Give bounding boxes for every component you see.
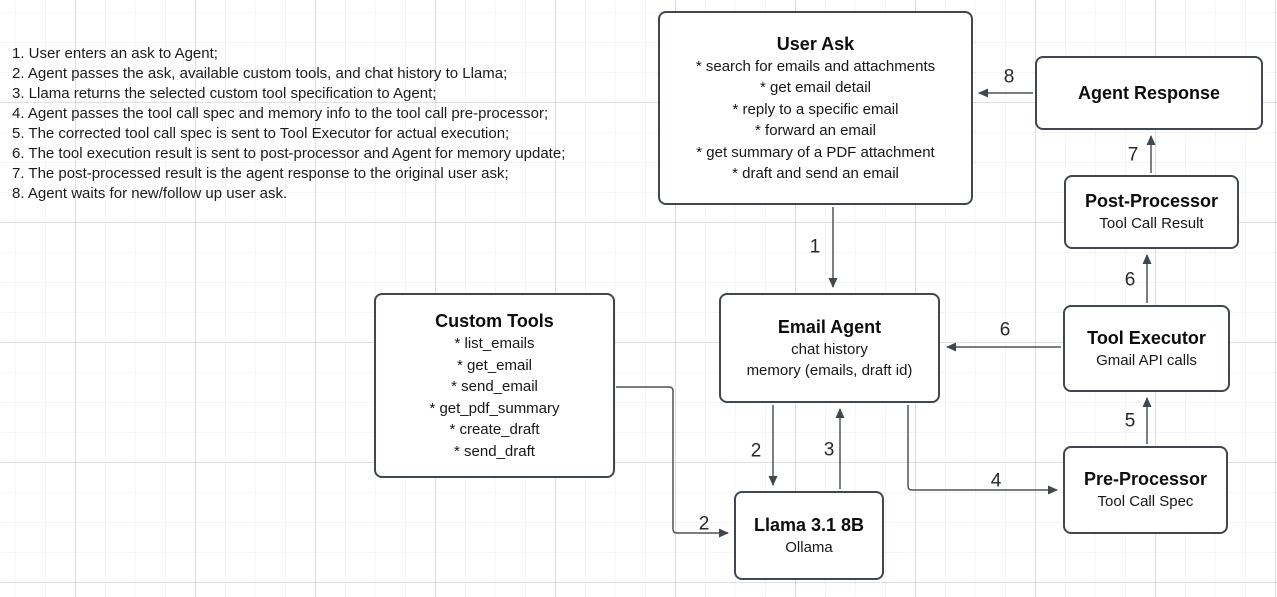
node-title: User Ask [776, 33, 855, 54]
edge-label-3: 3 [823, 439, 835, 461]
note-line: 7. The post-processed result is the agen… [12, 165, 509, 182]
node-line: memory (emails, draft id) [746, 362, 913, 379]
edge-label-1: 1 [809, 236, 821, 258]
edge-label-8: 8 [1003, 66, 1015, 88]
node-title: Email Agent [777, 316, 882, 337]
edge-label-6-executor-agent: 6 [999, 319, 1011, 341]
node-item: * send_email [451, 378, 538, 395]
edge-2-custom-tools-to-llama [616, 386, 729, 538]
note-line: 2. Agent passes the ask, available custo… [12, 65, 508, 82]
node-title: Post-Processor [1084, 191, 1219, 212]
node-item: * get email detail [760, 79, 871, 96]
node-agent-response: Agent Response [1035, 56, 1263, 130]
node-title: Agent Response [1077, 83, 1221, 103]
node-title: Tool Executor [1087, 327, 1206, 348]
note-line: 4. Agent passes the tool call spec and m… [12, 105, 549, 122]
edge-label-5: 5 [1124, 410, 1136, 432]
note-line: 5. The corrected tool call spec is sent … [12, 125, 510, 142]
node-title: Llama 3.1 8B [753, 514, 865, 535]
note-line: 8. Agent waits for new/follow up user as… [12, 185, 288, 202]
node-subtitle: Gmail API calls [1096, 351, 1197, 369]
node-subtitle: Tool Call Spec [1097, 493, 1194, 511]
node-line: chat history [791, 340, 868, 358]
workflow-notes: 1. User enters an ask to Agent; 2. Agent… [12, 44, 565, 204]
node-item: * get_email [456, 356, 533, 374]
node-item: * get summary of a PDF attachment [696, 143, 935, 161]
node-pre-processor: Pre-Processor Tool Call Spec [1063, 446, 1228, 534]
note-line: 6. The tool execution result is sent to … [12, 145, 566, 162]
node-subtitle: Ollama [785, 538, 833, 556]
node-item: * list_emails [454, 335, 535, 352]
node-item: * send_draft [454, 442, 535, 460]
node-user-ask: User Ask * search for emails and attachm… [658, 11, 973, 205]
node-item: * reply to a specific email [732, 100, 899, 118]
node-post-processor: Post-Processor Tool Call Result [1064, 175, 1239, 249]
node-tool-executor: Tool Executor Gmail API calls [1063, 305, 1230, 392]
edge-label-2-tools-llama: 2 [698, 513, 710, 535]
node-title: Custom Tools [435, 311, 554, 331]
note-line: 1. User enters an ask to Agent; [12, 45, 218, 62]
node-llama: Llama 3.1 8B Ollama [734, 491, 884, 580]
edge-4-email-agent-to-pre-processor [907, 405, 1058, 495]
node-subtitle: Tool Call Result [1099, 215, 1204, 233]
edge-label-6-executor-post: 6 [1124, 269, 1136, 291]
node-item: * create_draft [449, 421, 540, 438]
node-title: Pre-Processor [1083, 469, 1208, 490]
node-custom-tools: Custom Tools * list_emails * get_email *… [374, 293, 615, 478]
node-email-agent: Email Agent chat history memory (emails,… [719, 293, 940, 403]
node-item: * get_pdf_summary [429, 399, 560, 417]
node-item: * search for emails and attachments [695, 57, 936, 75]
edge-label-2-agent-llama: 2 [750, 440, 762, 462]
node-item: * draft and send an email [732, 165, 899, 182]
edge-label-4: 4 [990, 470, 1002, 492]
note-line: 3. Llama returns the selected custom too… [12, 85, 437, 102]
edge-label-7: 7 [1127, 144, 1139, 166]
node-item: * forward an email [755, 122, 876, 139]
